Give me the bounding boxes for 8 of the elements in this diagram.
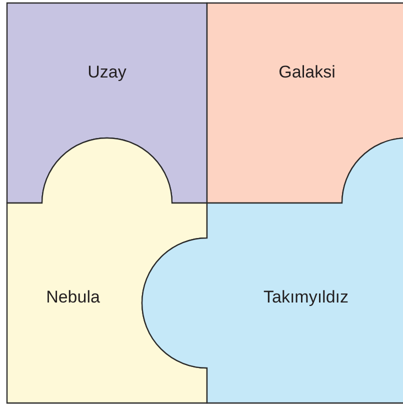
puzzle-piece [206,2,403,204]
piece-label: Takımyıldız [263,288,349,306]
piece-label: Uzay [88,64,126,80]
puzzle-piece [6,2,208,204]
piece-label: Galaksi [278,64,336,80]
puzzle-piece [6,138,208,404]
piece-label: Nebula [46,288,100,306]
puzzle-piece [142,137,403,404]
